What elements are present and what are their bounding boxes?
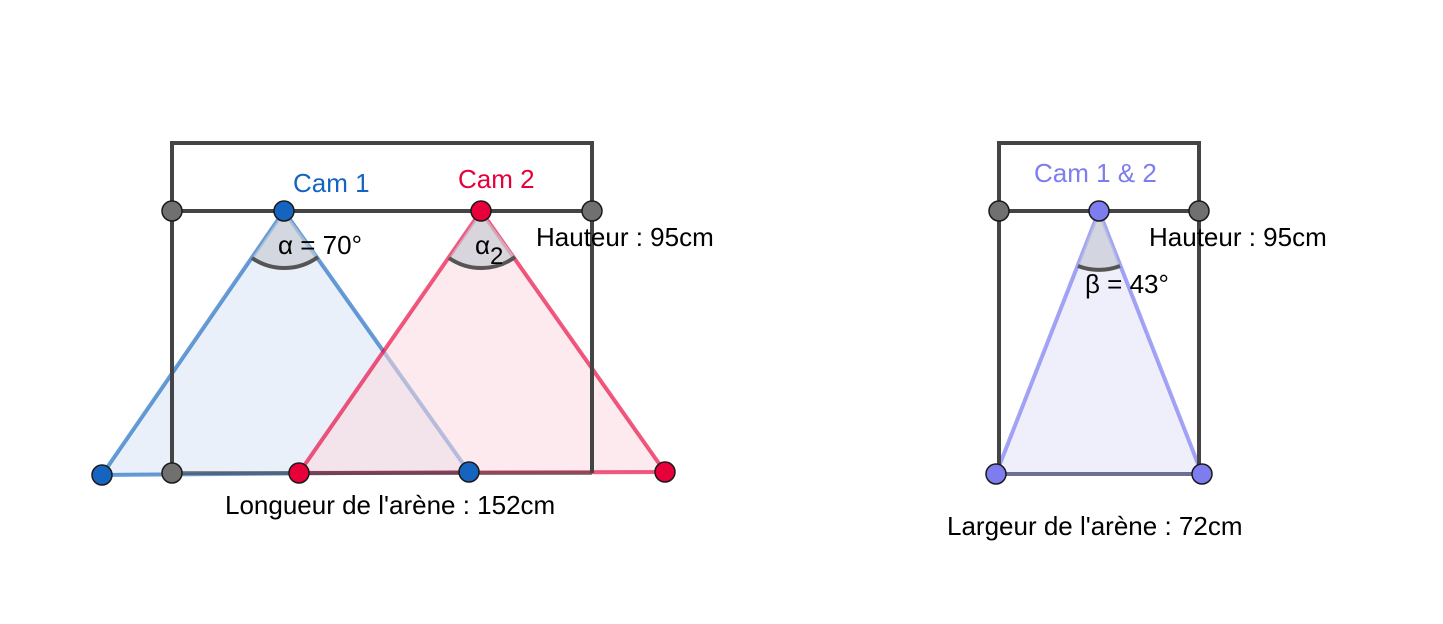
cam1-angle-label: α = 70° [278,230,362,260]
cam12-angle-label: β = 43° [1085,269,1169,299]
cam1-view-left-point [91,464,113,486]
cam1-angle-arc-stroke [250,255,320,271]
height-label-right: Hauteur : 95cm [1149,222,1327,252]
frame-point-top-right [581,200,603,222]
cam2-angle-arc-stroke [447,255,517,271]
cam1-angle-arc [252,211,318,269]
frame-point-right-top-right [1188,200,1210,222]
cam2-angle-subscript: 2 [490,243,503,270]
cam12-label: Cam 1 & 2 [1034,158,1157,188]
height-label-left: Hauteur : 95cm [536,222,714,252]
cam1-view-right-point [458,461,480,483]
cam1-label: Cam 1 [293,168,370,198]
cam1-point [273,200,295,222]
cam2-angle-symbol: α [475,230,490,260]
left-diagram: Cam 1 Cam 2 α = 70° α2 Hauteur : 95cm Lo… [91,141,714,520]
frame-point-top-left [161,200,183,222]
cam12-view-right-point [1191,463,1213,485]
width-label: Largeur de l'arène : 72cm [947,511,1242,541]
cam12-view-left-point [985,463,1007,485]
cam12-angle-arc-stroke [1077,264,1121,272]
length-label: Longueur de l'arène : 152cm [225,490,555,520]
cam2-point [470,200,492,222]
cam2-angle-arc [449,211,515,269]
cam2-label: Cam 2 [458,164,535,194]
frame-point-bottom-left [161,462,183,484]
cam2-angle-label: α2 [475,230,503,270]
cam12-angle-arc [1078,211,1120,270]
right-diagram: Cam 1 & 2 β = 43° Hauteur : 95cm Largeur… [947,141,1327,541]
arena-frame-length [170,141,594,473]
cam2-view-right-point [654,461,676,483]
frame-point-right-top-left [988,200,1010,222]
cam2-view-left-point [288,462,310,484]
cam12-point [1088,200,1110,222]
